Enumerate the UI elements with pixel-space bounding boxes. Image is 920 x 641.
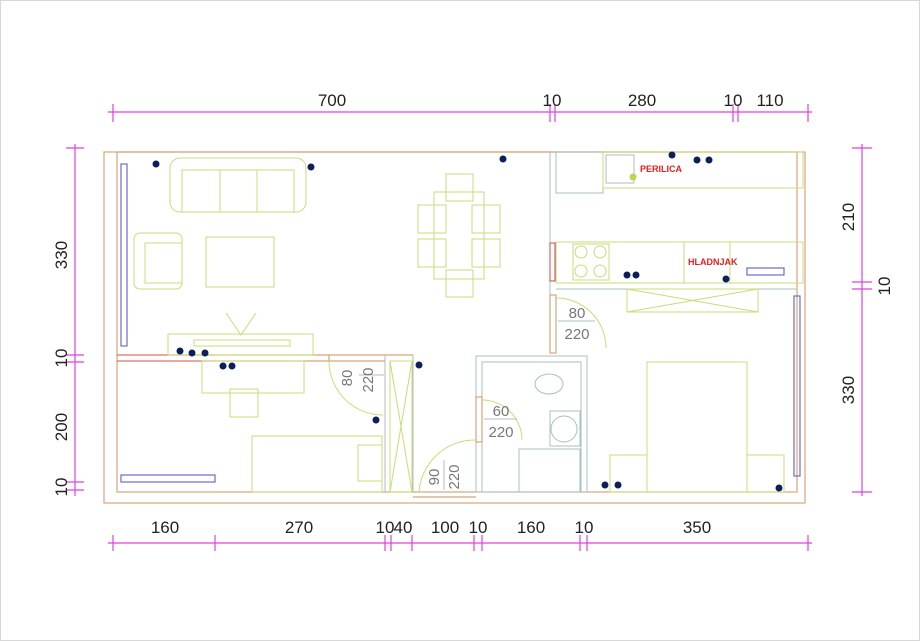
toilet <box>534 373 564 395</box>
door-2-height: 220 <box>564 326 589 343</box>
dim-bottom-3: 40 <box>394 518 413 537</box>
bed-single <box>251 435 383 493</box>
dim-bottom-6: 160 <box>517 518 545 537</box>
fridge-label: HLADNJAK <box>688 257 738 267</box>
door-1-width: 80 <box>339 370 356 387</box>
kitchen-counter-top <box>602 151 804 189</box>
dim-left-2: 200 <box>52 413 71 441</box>
desk <box>201 360 305 394</box>
door-4-width: 90 <box>426 469 443 486</box>
dim-bottom-8: 350 <box>683 518 711 537</box>
door-3-height: 220 <box>488 424 513 441</box>
sink <box>549 410 581 447</box>
dim-right-1: 10 <box>875 277 894 296</box>
door-3-width: 60 <box>493 403 510 420</box>
armchair <box>133 232 183 290</box>
dimension-lines <box>66 104 872 551</box>
dim-right-0: 210 <box>839 203 858 231</box>
dim-bottom-5: 10 <box>469 518 488 537</box>
sofa <box>169 157 307 213</box>
dim-top-2: 280 <box>628 91 656 110</box>
dim-bottom-2: 10 <box>376 518 395 537</box>
dim-left-0: 330 <box>52 241 71 269</box>
radiators <box>120 163 801 483</box>
kitchen-cabinet <box>555 151 604 194</box>
dim-left-1: 10 <box>52 349 71 368</box>
dim-bottom-1: 270 <box>285 518 313 537</box>
fridge <box>683 241 731 284</box>
dim-left-3: 10 <box>52 478 71 497</box>
walls <box>103 151 806 504</box>
furniture <box>133 151 804 493</box>
dining-table <box>433 191 485 280</box>
dim-bottom-4: 100 <box>431 518 459 537</box>
door-4-height: 220 <box>446 464 463 489</box>
kitchen-counter <box>555 241 804 284</box>
dim-bottom-0: 160 <box>151 518 179 537</box>
dim-top-3: 10 <box>724 91 743 110</box>
door-1-height: 220 <box>360 367 377 392</box>
dim-right-2: 330 <box>839 376 858 404</box>
wardrobe-bedroom <box>626 288 759 313</box>
double-bed <box>646 361 748 493</box>
washer-label: PERILICA <box>640 164 683 174</box>
dim-top-4: 110 <box>756 91 783 110</box>
door-2-width: 80 <box>569 305 586 322</box>
dim-bottom-7: 10 <box>575 518 594 537</box>
dim-top-0: 700 <box>318 91 346 110</box>
doors <box>328 294 607 493</box>
wardrobe <box>389 360 413 493</box>
electrical-outlets <box>152 151 783 492</box>
coffee-table <box>205 236 275 288</box>
shower <box>518 448 581 493</box>
stove <box>572 243 610 281</box>
sofa-seat <box>181 169 295 213</box>
dim-top-1: 10 <box>543 91 562 110</box>
tv <box>225 312 257 336</box>
kitchen-end <box>549 242 556 282</box>
